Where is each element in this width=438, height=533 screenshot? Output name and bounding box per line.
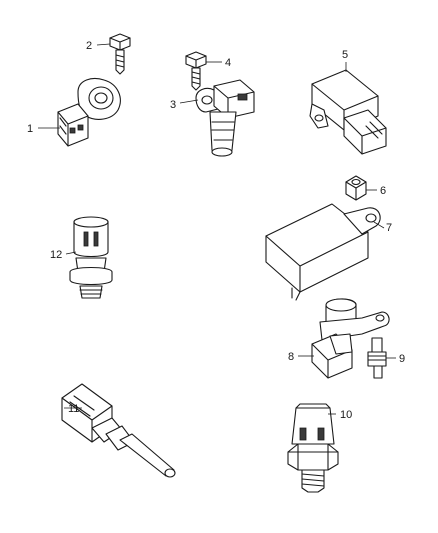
part-6-nut [345, 175, 367, 201]
callout-12: 12 [50, 249, 62, 261]
part-7-module [265, 203, 381, 301]
leader-lines [38, 43, 396, 415]
callout-labels: 2 1 3 4 5 6 7 12 8 9 11 10 [27, 40, 405, 421]
part-1-knock-sensor [57, 77, 121, 147]
callout-7: 7 [386, 222, 392, 234]
callout-1: 1 [27, 123, 33, 135]
callout-3: 3 [170, 99, 176, 111]
part-9-sensor [367, 337, 387, 379]
callout-11: 11 [68, 403, 79, 415]
callout-10: 10 [340, 409, 352, 421]
callout-4: 4 [225, 57, 231, 69]
part-12-sensor [69, 216, 113, 299]
callout-8: 8 [288, 351, 294, 363]
callout-2: 2 [86, 40, 92, 52]
callout-5: 5 [342, 49, 348, 61]
part-8-sensor [311, 298, 390, 379]
part-3-cam-sensor [195, 79, 255, 157]
part-4-bolt [185, 51, 207, 91]
part-2-bolt [109, 33, 131, 75]
callout-9: 9 [399, 353, 405, 365]
callout-6: 6 [380, 185, 386, 197]
part-5-sensor [309, 69, 387, 155]
part-10-pressure-sensor [287, 403, 339, 493]
part-11-temp-sensor [61, 383, 176, 478]
